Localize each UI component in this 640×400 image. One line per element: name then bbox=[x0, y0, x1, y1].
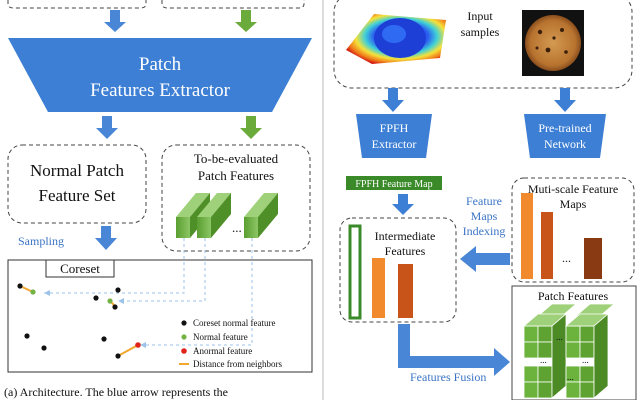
feature-block-2 bbox=[197, 193, 231, 238]
multiscale-ellipsis: ... bbox=[562, 251, 571, 265]
legend-anormal-icon bbox=[181, 348, 187, 354]
coreset-title-box bbox=[45, 259, 115, 278]
patch-features-extractor bbox=[8, 38, 312, 112]
left-panel: Patch Features Extractor Normal Patch Fe… bbox=[4, 0, 313, 399]
green-down-arrow-top bbox=[235, 10, 257, 32]
multiscale-line1: Muti-scale Feature bbox=[528, 182, 618, 196]
multiscale-map-3 bbox=[584, 238, 602, 279]
feature-ellipsis: ... bbox=[232, 220, 242, 235]
blue-down-arrow-mid bbox=[96, 116, 118, 139]
normal-patch-feature-set-box bbox=[7, 144, 147, 224]
arrow-to-fpfh bbox=[382, 88, 404, 112]
indexing-arrow bbox=[460, 246, 510, 272]
coreset-point bbox=[115, 287, 121, 293]
connector-3 bbox=[140, 238, 253, 346]
multiscale-map-2 bbox=[541, 212, 553, 279]
coreset-point bbox=[101, 336, 107, 342]
fpfh-extractor-line2: Extractor bbox=[372, 137, 417, 151]
intermediate-fpfh-bar bbox=[348, 224, 362, 320]
cube-ellipsis-3: ... bbox=[582, 355, 589, 365]
blue-down-arrow-top bbox=[104, 10, 126, 32]
coreset-point bbox=[112, 304, 118, 310]
top-left-partial-box bbox=[7, 0, 147, 9]
indexing-line3: Indexing bbox=[463, 224, 506, 238]
input-samples-box bbox=[333, 0, 633, 89]
arrow-to-pretrained bbox=[554, 88, 576, 112]
indexing-line2: Maps bbox=[471, 209, 498, 223]
feature-block-3 bbox=[244, 193, 278, 238]
normal-point bbox=[30, 289, 36, 295]
coreset-legend: Coreset normal feature Normal feature An… bbox=[179, 318, 282, 369]
intermediate-line2: Features bbox=[385, 244, 426, 258]
multiscale-box bbox=[511, 177, 635, 283]
multiscale-map-1 bbox=[521, 193, 533, 279]
coreset-point bbox=[17, 283, 23, 289]
coreset-point bbox=[41, 345, 47, 351]
input-line1: Input bbox=[467, 9, 493, 23]
top-right-partial-box bbox=[161, 0, 305, 9]
fusion-label: Features Fusion bbox=[410, 370, 486, 384]
coreset-point bbox=[93, 295, 99, 301]
multiscale-line2: Maps bbox=[560, 197, 587, 211]
coreset-point bbox=[24, 333, 30, 339]
pretrained-network bbox=[524, 114, 606, 158]
cookie-sample-image bbox=[522, 10, 584, 76]
legend-normal-icon bbox=[181, 334, 187, 340]
fpfh-feature-map bbox=[346, 176, 442, 190]
to-be-evaluated-box bbox=[161, 144, 311, 252]
legend-coreset-icon bbox=[181, 320, 187, 326]
green-down-arrow-mid bbox=[240, 116, 262, 139]
cube-ellipsis-4: ... bbox=[567, 372, 574, 382]
right-panel: Input samples FPFH Extractor Pre-trained… bbox=[333, 0, 637, 400]
extractor-label-line2: Features Extractor bbox=[90, 80, 230, 101]
normal-set-line2: Feature Set bbox=[39, 186, 116, 205]
fpfh-map-label: FPFH Feature Map bbox=[355, 179, 432, 190]
pretrained-line1: Pre-trained bbox=[538, 121, 591, 135]
coreset-box bbox=[7, 259, 313, 373]
intermediate-line1: Intermediate bbox=[375, 229, 436, 243]
fpfh-extractor-line1: FPFH bbox=[380, 121, 409, 135]
cube-ellipsis-2: ... bbox=[540, 355, 547, 365]
to-be-evaluated-line2: Patch Features bbox=[198, 168, 274, 183]
pretrained-line2: Network bbox=[544, 137, 586, 151]
distance-line-3 bbox=[117, 344, 139, 357]
sampling-label: Sampling bbox=[18, 234, 64, 248]
cube-ellipsis-1: ... bbox=[556, 332, 563, 342]
legend-distance-label: Distance from neighbors bbox=[193, 359, 282, 369]
legend-anormal-label: Anormal feature bbox=[193, 346, 252, 356]
intermediate-orange-bar bbox=[372, 258, 385, 318]
connector-1 bbox=[44, 238, 185, 294]
patch-features-box bbox=[511, 285, 637, 400]
anormal-point bbox=[135, 342, 141, 348]
figure-caption: (a) Architecture. The blue arrow represe… bbox=[4, 385, 228, 399]
normal-set-line1: Normal Patch bbox=[30, 161, 124, 180]
patch-features-label: Patch Features bbox=[538, 289, 609, 303]
normal-point bbox=[107, 298, 113, 304]
indexing-line1: Feature bbox=[466, 194, 502, 208]
sampling-arrow bbox=[95, 226, 117, 250]
extractor-label-line1: Patch bbox=[139, 54, 182, 75]
coreset-point bbox=[115, 353, 121, 359]
connector-2 bbox=[118, 238, 206, 302]
legend-coreset-label: Coreset normal feature bbox=[193, 318, 275, 328]
input-line2: samples bbox=[461, 25, 500, 39]
depth-sample-image bbox=[346, 14, 446, 64]
fusion-arrow bbox=[398, 324, 510, 376]
intermediate-features-box bbox=[339, 217, 457, 323]
arrow-to-intermediate bbox=[392, 194, 414, 215]
legend-normal-label: Normal feature bbox=[193, 332, 248, 342]
to-be-evaluated-line1: To-be-evaluated bbox=[194, 151, 279, 166]
fpfh-extractor bbox=[356, 114, 432, 158]
patch-feature-cubes: ... ... ... ... bbox=[522, 303, 616, 399]
intermediate-dark-bar bbox=[398, 264, 413, 318]
coreset-title: Coreset bbox=[60, 261, 100, 276]
